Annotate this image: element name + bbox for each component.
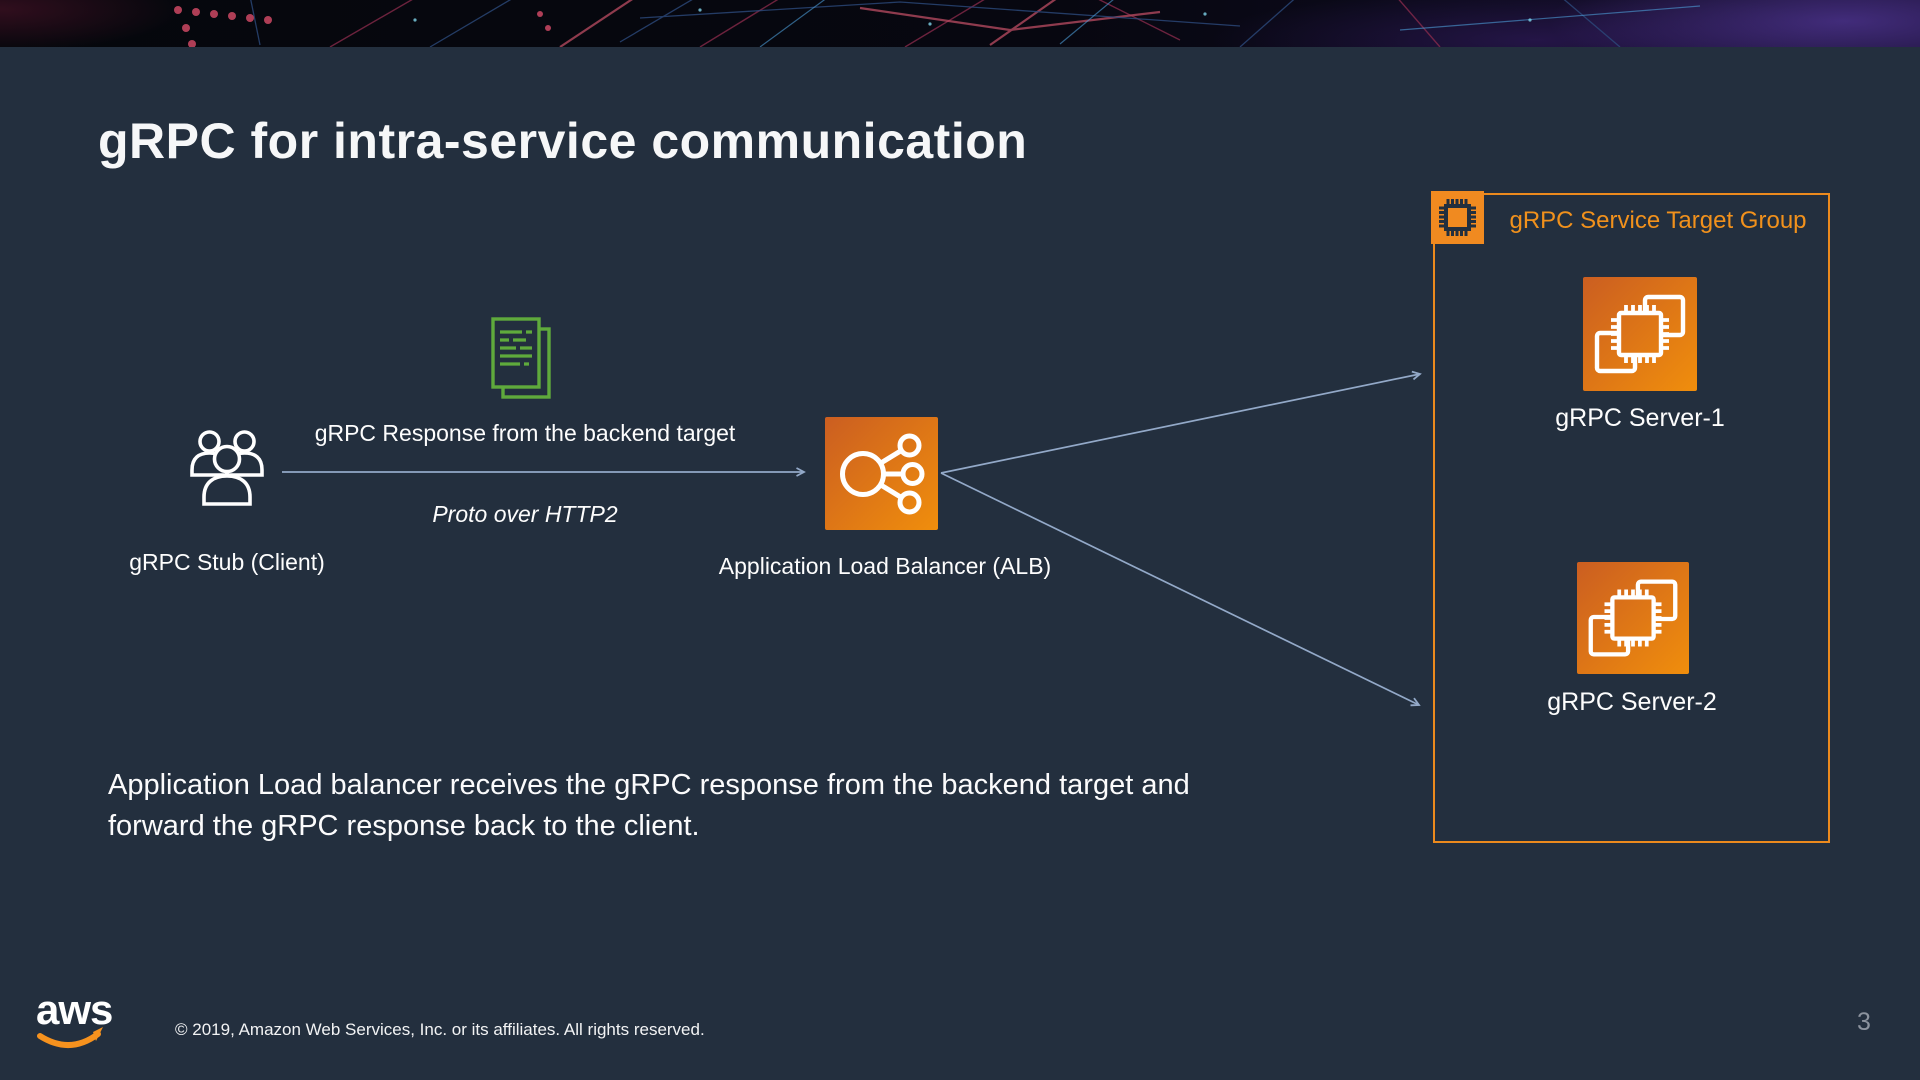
- description-line-1: Application Load balancer receives the g…: [108, 769, 1190, 801]
- description-line-2: forward the gRPC response back to the cl…: [108, 810, 700, 842]
- page-title: gRPC for intra-service communication: [98, 113, 1028, 169]
- client-node: [188, 428, 266, 511]
- server-2-node: [1577, 562, 1689, 679]
- ec2-instance-icon: [1583, 277, 1697, 391]
- alb-icon: [825, 417, 938, 530]
- server-1-label: gRPC Server-1: [1555, 404, 1725, 432]
- flow-response-label: gRPC Response from the backend target: [314, 420, 736, 446]
- server-1-node: [1583, 277, 1697, 396]
- target-group-badge: [1431, 191, 1484, 244]
- target-group-label: gRPC Service Target Group: [1509, 207, 1807, 234]
- aws-logo: aws: [34, 986, 113, 1056]
- svg-text:aws: aws: [36, 988, 112, 1033]
- users-group-icon: [190, 430, 264, 506]
- tech-circuit-banner: [0, 0, 1920, 47]
- server-2-label: gRPC Server-2: [1547, 688, 1717, 716]
- target-group-box: [1433, 193, 1830, 843]
- circuit-lines-decoration: [174, 0, 1701, 47]
- page-number: 3: [1857, 1008, 1871, 1036]
- alb-label: Application Load Balancer (ALB): [718, 553, 1052, 579]
- copyright-text: © 2019, Amazon Web Services, Inc. or its…: [175, 1020, 705, 1039]
- proto-document-node: [490, 316, 554, 407]
- proto-document-icon: [491, 317, 551, 399]
- description-text: Application Load balancer receives the g…: [108, 765, 1368, 847]
- flow-protocol-label: Proto over HTTP2: [432, 501, 618, 527]
- alb-node: [825, 417, 938, 535]
- chip-icon: [1439, 199, 1476, 236]
- aws-logo-icon: aws: [36, 986, 113, 1048]
- ec2-instance-icon: [1577, 562, 1689, 674]
- client-label: gRPC Stub (Client): [129, 549, 325, 575]
